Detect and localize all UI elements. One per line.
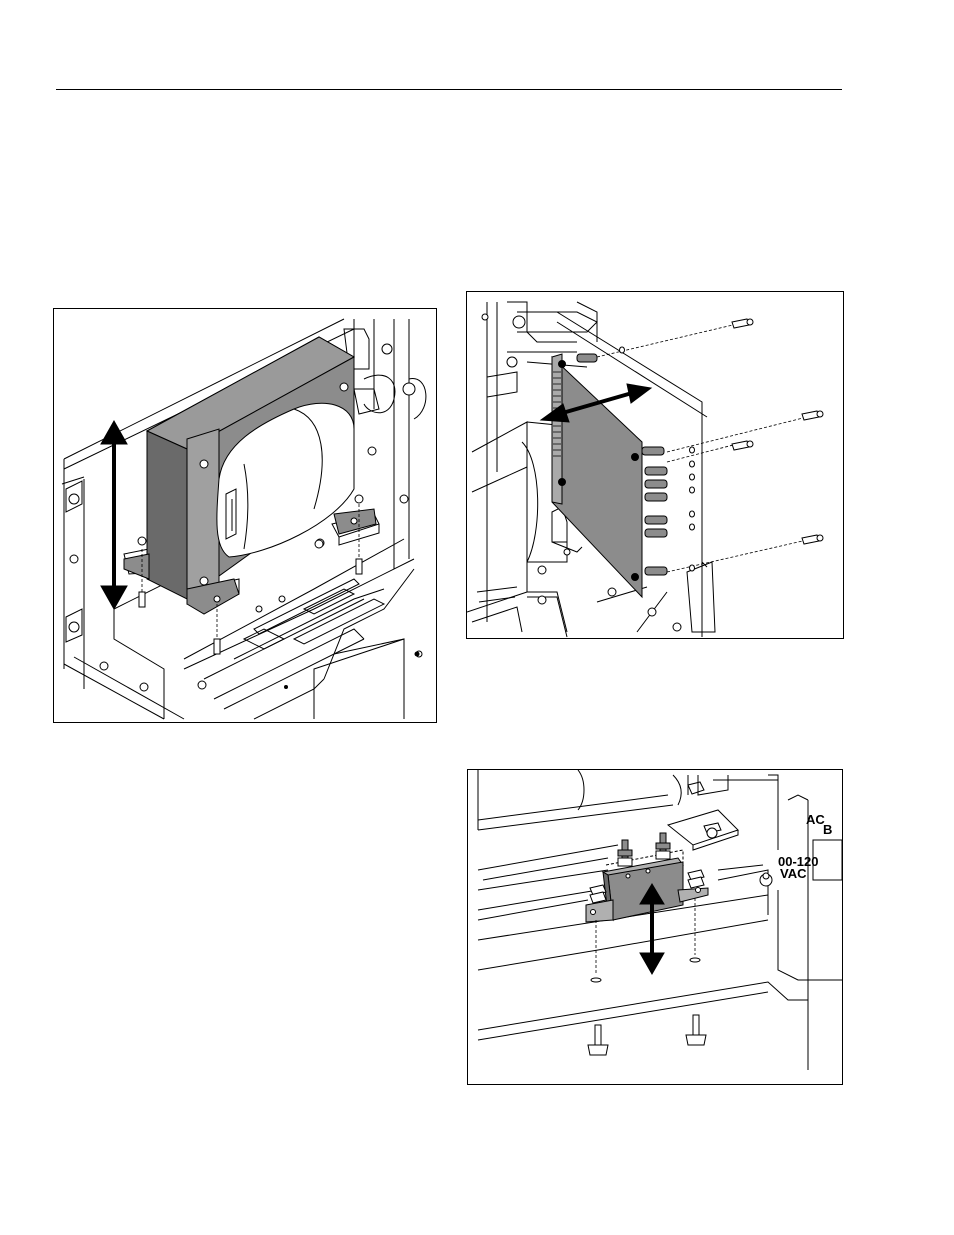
circuit-board-figure	[466, 291, 844, 639]
header-rule	[56, 89, 842, 90]
mounting-screws	[588, 1015, 706, 1055]
circuit-board-illustration	[467, 292, 843, 638]
b-label: B	[823, 822, 832, 837]
transformer-figure	[53, 308, 437, 723]
vertical-move-arrow	[640, 884, 664, 974]
voltage-label-bottom: VAC	[780, 866, 807, 881]
relay-illustration: AC B 00-120 VAC	[468, 770, 842, 1084]
transformer-illustration	[54, 309, 436, 722]
transformer	[124, 337, 376, 614]
relay-figure: AC B 00-120 VAC	[467, 769, 843, 1085]
